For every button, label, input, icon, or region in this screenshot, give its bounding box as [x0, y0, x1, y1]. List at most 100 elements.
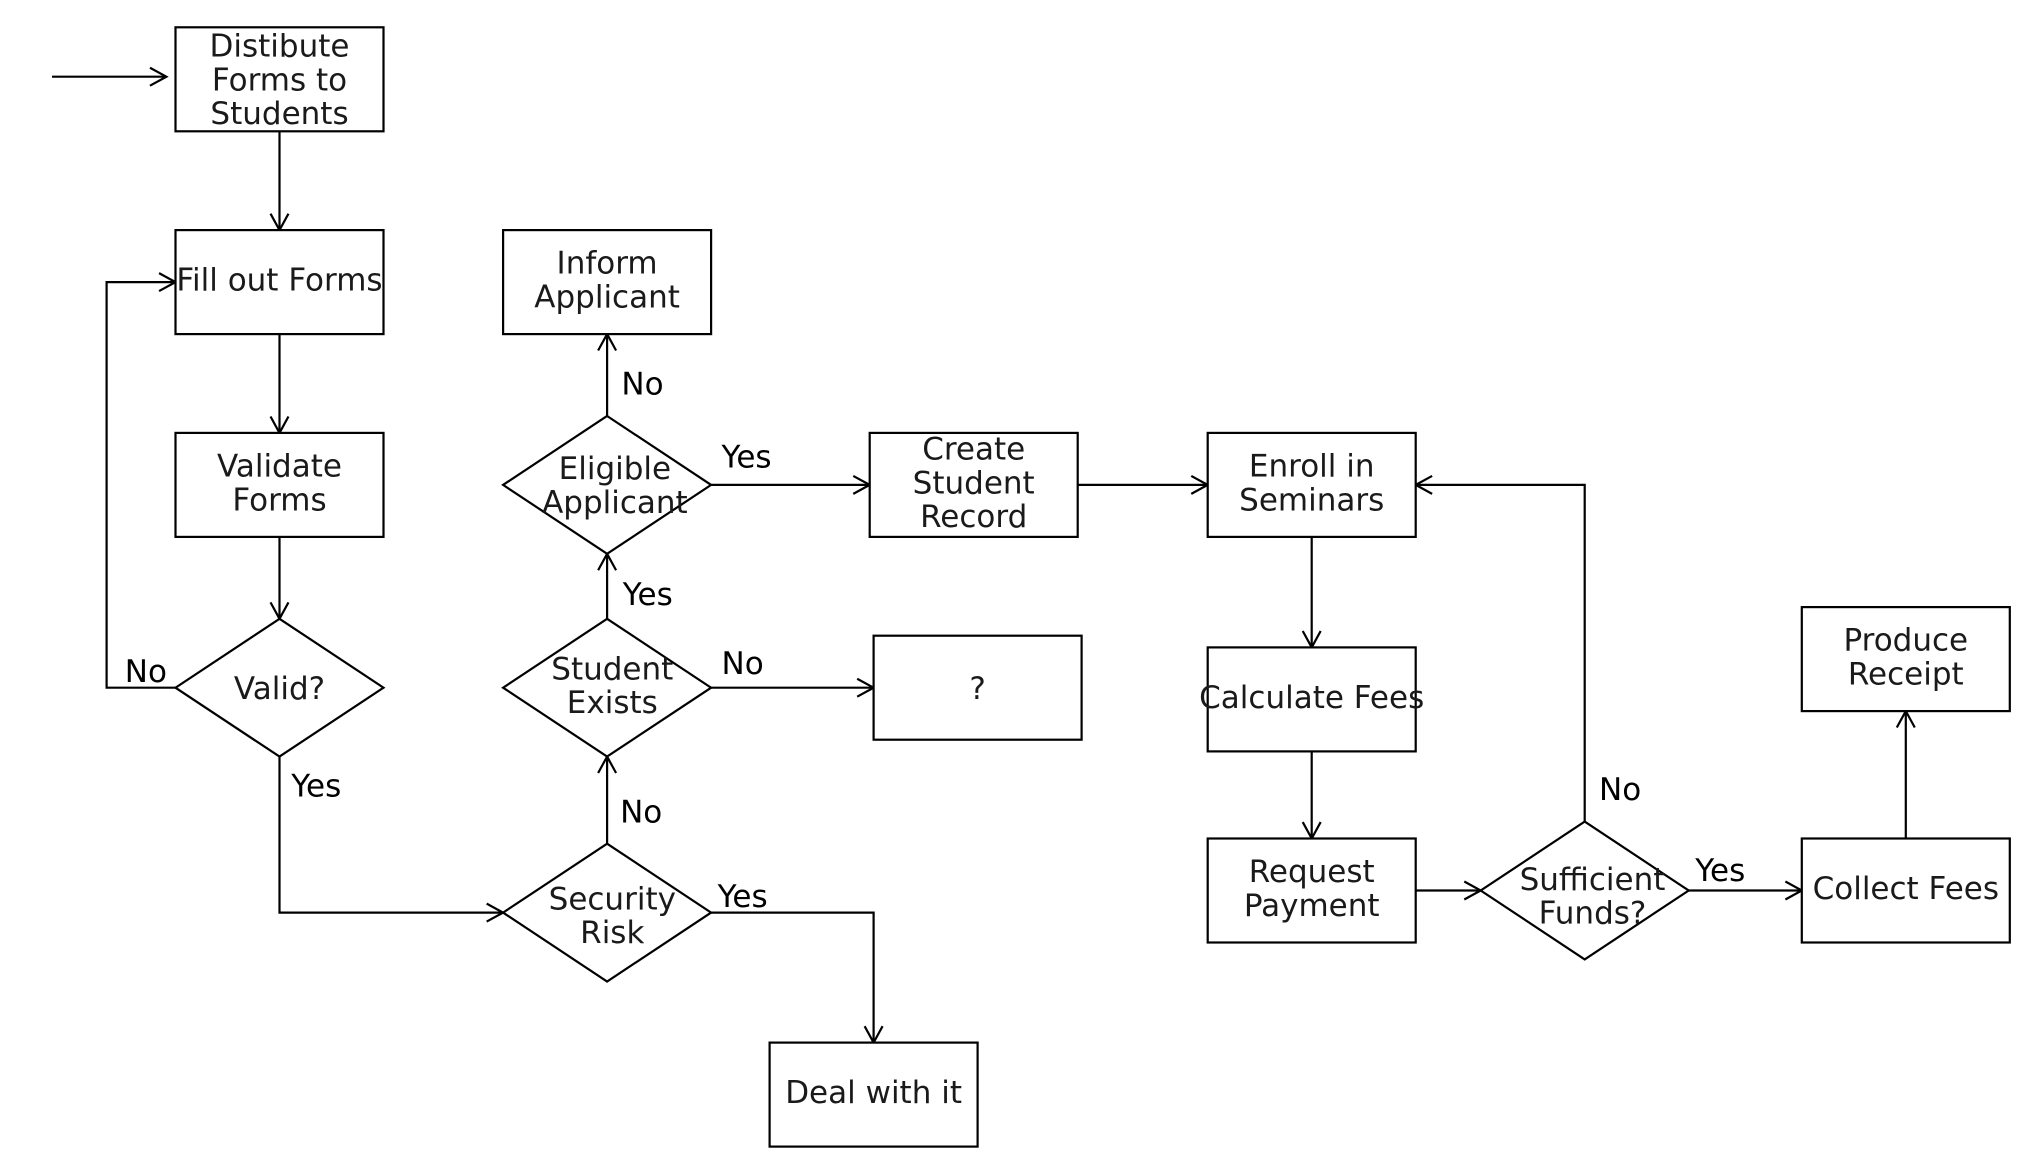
node-label-line: Receipt	[1848, 657, 1964, 693]
process-box	[1206, 431, 1417, 538]
node-label-line: Fill out Forms	[176, 263, 382, 299]
node-unknown: ?	[872, 634, 1083, 741]
node-label-line: Distibute	[210, 29, 350, 65]
node-valid: Valid?	[173, 617, 386, 758]
edge-validate-to-valid	[269, 536, 290, 622]
edge-funds-to-collect: Yes	[1688, 853, 1805, 901]
node-label-line: Eligible	[559, 451, 671, 487]
edge-collect-to-receipt	[1895, 708, 1916, 839]
process-box	[502, 229, 713, 336]
node-label-line: Create	[922, 432, 1025, 468]
arrowhead-icon	[149, 66, 169, 87]
node-deal: Deal with it	[768, 1041, 979, 1148]
edge-label: No	[621, 367, 663, 403]
edge-label: Yes	[290, 768, 341, 804]
edge-label: Yes	[622, 577, 673, 613]
edge-label: Yes	[717, 879, 768, 915]
edge-eligible-to-inform: No	[597, 331, 664, 416]
edge-distribute-to-fill_out	[269, 131, 290, 233]
node-label-line: Applicant	[534, 280, 680, 316]
node-collect: Collect Fees	[1800, 837, 2011, 944]
edge-fill_out-to-validate	[269, 334, 290, 436]
node-label-line: Enroll in	[1249, 449, 1375, 485]
edge-enroll-to-calc	[1301, 536, 1322, 650]
edge-valid-to-fill_out: No	[105, 272, 178, 690]
edge-funds-to-enroll: No	[1413, 474, 1641, 822]
edge-request-to-funds	[1415, 880, 1483, 901]
node-label-line: Deal with it	[785, 1075, 962, 1111]
node-label-line: Request	[1249, 854, 1375, 890]
edge-label: No	[1599, 772, 1641, 808]
decision-diamond	[1478, 820, 1691, 961]
connector-line	[105, 281, 176, 689]
node-label-line: Sufficient	[1520, 862, 1666, 898]
node-calc: Calculate Fees	[1199, 646, 1424, 753]
node-label-line: Security	[549, 881, 676, 917]
node-label-line: Forms to	[212, 62, 347, 98]
edge-label: Yes	[721, 439, 772, 475]
node-label-line: Seminars	[1239, 482, 1384, 518]
connector-line	[711, 911, 875, 1043]
process-box	[174, 229, 385, 336]
node-label-line: Applicant	[542, 485, 688, 521]
node-label-line: Forms	[232, 482, 326, 518]
edge-calc-to-request	[1301, 751, 1322, 841]
edge-create-to-enroll	[1077, 474, 1210, 495]
node-label-line: Student	[913, 465, 1035, 501]
edge-label: No	[620, 794, 662, 830]
edge-student_exists-to-unknown: No	[711, 646, 876, 698]
node-label-line: Student	[551, 651, 673, 687]
node-label-line: Funds?	[1539, 896, 1647, 932]
node-fill-out: Fill out Forms	[174, 229, 385, 336]
node-label-line: Exists	[567, 685, 658, 721]
node-label-line: ?	[969, 671, 985, 707]
node-label-line: Produce	[1843, 623, 1968, 659]
node-label-line: Risk	[580, 915, 644, 951]
process-box	[1206, 646, 1417, 753]
edge-label: Yes	[1694, 853, 1745, 889]
node-label-line: Calculate Fees	[1199, 680, 1424, 716]
process-box	[1206, 837, 1417, 944]
node-label-line: Validate	[217, 449, 342, 485]
node-label-line: Record	[920, 499, 1027, 535]
edge-security-to-deal: Yes	[711, 879, 884, 1045]
process-box	[1800, 605, 2011, 713]
edge-start-to-distribute	[52, 66, 169, 87]
process-box	[1800, 837, 2011, 944]
connector-line	[1415, 483, 1586, 822]
decision-diamond	[501, 414, 714, 556]
process-box	[174, 26, 385, 133]
edge-student_exists-to-eligible: Yes	[597, 551, 673, 619]
process-box	[174, 431, 385, 538]
edge-eligible-to-create: Yes	[711, 439, 872, 495]
decision-diamond	[501, 842, 714, 983]
edge-security-to-student_exists: No	[597, 754, 662, 844]
node-label-line: Students	[210, 96, 348, 132]
node-label-line: Collect Fees	[1813, 871, 1999, 907]
process-box	[872, 634, 1083, 741]
process-box	[768, 1041, 979, 1148]
edge-label: No	[125, 654, 167, 690]
decision-diamond	[501, 617, 714, 758]
node-label-line: Payment	[1244, 888, 1380, 924]
process-box	[868, 431, 1079, 538]
node-label-line: Inform	[557, 246, 658, 282]
edge-label: No	[722, 646, 764, 682]
connector-line	[278, 756, 504, 914]
edge-valid-to-security: Yes	[278, 756, 506, 923]
decision-diamond	[173, 617, 386, 758]
node-label-line: Valid?	[234, 671, 325, 707]
